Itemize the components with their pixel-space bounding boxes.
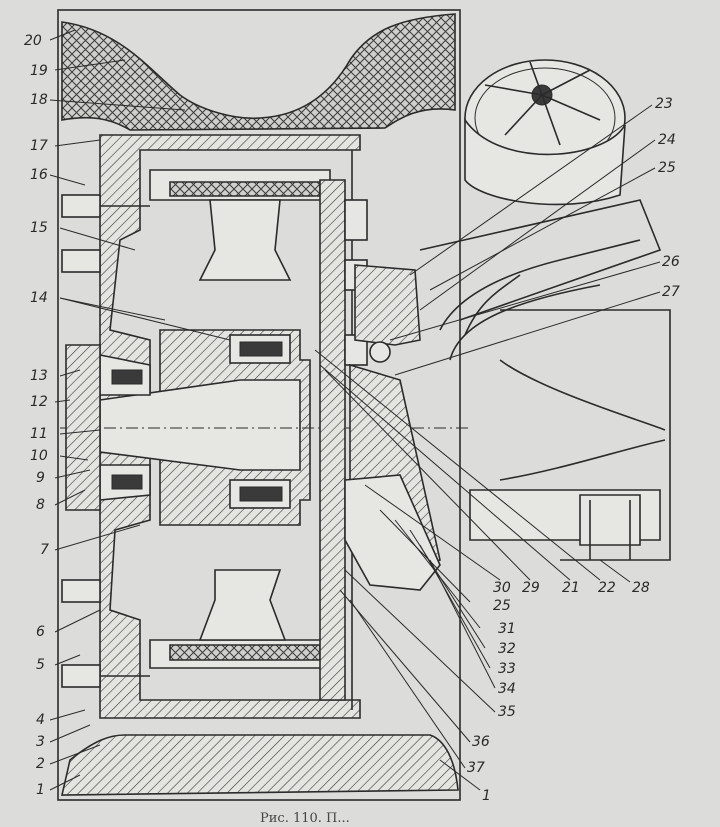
label-2: 2 <box>36 756 45 772</box>
label-33: 33 <box>498 661 516 677</box>
labels-left: 20 19 18 17 16 15 14 13 12 11 10 9 8 7 6… <box>24 33 49 798</box>
label-20: 20 <box>24 33 42 49</box>
inner-bearing-bottom <box>229 479 291 509</box>
label-19: 19 <box>30 63 48 79</box>
label-1-right: 1 <box>482 788 491 804</box>
air-cleaner <box>464 59 626 206</box>
label-25-top: 25 <box>658 160 676 176</box>
intake-pipe <box>419 199 662 361</box>
leader-lines-left <box>49 29 231 791</box>
figure-caption: Рис. 110. П... <box>260 811 350 826</box>
label-37: 37 <box>467 760 485 776</box>
label-11: 11 <box>30 426 48 442</box>
label-28: 28 <box>632 580 650 596</box>
label-7: 7 <box>40 542 49 558</box>
tire-section <box>57 9 461 801</box>
label-6: 6 <box>36 624 45 640</box>
label-27: 27 <box>662 284 680 300</box>
label-36: 36 <box>472 734 490 750</box>
label-31: 31 <box>498 621 516 637</box>
suspension-arm <box>469 309 671 561</box>
label-29: 29 <box>522 580 540 596</box>
label-12: 12 <box>30 394 48 410</box>
label-32: 32 <box>498 641 516 657</box>
label-10: 10 <box>30 448 48 464</box>
label-5: 5 <box>36 657 45 673</box>
label-21: 21 <box>562 580 580 596</box>
label-4: 4 <box>36 712 45 728</box>
label-16: 16 <box>30 167 48 183</box>
label-23: 23 <box>655 96 673 112</box>
label-3: 3 <box>36 734 45 750</box>
label-14: 14 <box>30 290 48 306</box>
label-34: 34 <box>498 681 516 697</box>
label-15: 15 <box>30 220 48 236</box>
label-13: 13 <box>30 368 48 384</box>
labels-right: 23 24 25 26 27 28 22 21 29 30 25 31 32 3… <box>467 96 680 804</box>
label-18: 18 <box>30 92 48 108</box>
label-9: 9 <box>36 470 45 486</box>
label-24: 24 <box>658 132 676 148</box>
wheel-bolts <box>61 194 150 688</box>
label-25-mid: 25 <box>493 598 511 614</box>
label-26: 26 <box>662 254 680 270</box>
inner-bearing-top <box>229 334 291 364</box>
label-8: 8 <box>36 497 45 513</box>
hub-cap <box>65 344 101 511</box>
label-1-left: 1 <box>36 782 45 798</box>
label-30: 30 <box>493 580 511 596</box>
label-17: 17 <box>30 138 48 154</box>
leader-lines-right <box>314 104 661 791</box>
label-22: 22 <box>598 580 616 596</box>
label-35: 35 <box>498 704 516 720</box>
wheel-hub-casting <box>99 134 361 719</box>
outer-bearing-bottom <box>99 464 151 501</box>
